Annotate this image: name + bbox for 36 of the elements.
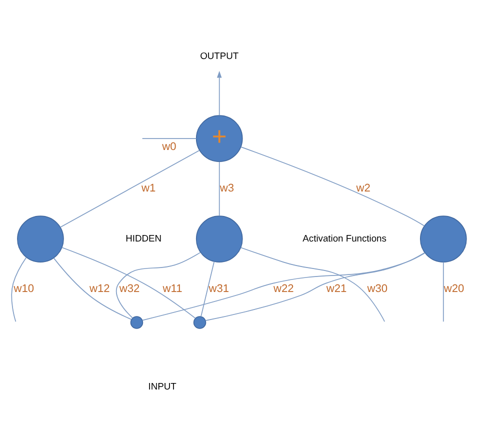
- label: HIDDEN: [126, 232, 162, 243]
- connector: [60, 149, 200, 228]
- edge-label: w30: [367, 282, 388, 295]
- node-circle: [130, 316, 144, 328]
- connector: [116, 252, 201, 318]
- connector: [240, 146, 425, 226]
- edge-label: w2: [356, 182, 370, 194]
- node-text: OUTPUT: [200, 50, 239, 61]
- edge-label: w32: [119, 282, 140, 295]
- connector: [442, 261, 444, 322]
- connector: [218, 160, 220, 216]
- connector: [62, 246, 196, 318]
- edge-label: w20: [444, 282, 464, 295]
- label: INPUT: [148, 381, 176, 392]
- edge-label: w3: [220, 182, 234, 194]
- edge-label: w11: [162, 282, 182, 295]
- node-circle: [193, 316, 206, 328]
- label: Activation Functions: [302, 232, 386, 243]
- edge-label: w10: [14, 282, 34, 295]
- node-circle: +: [196, 114, 243, 162]
- connector: [240, 246, 385, 322]
- edge-label: w0: [162, 140, 176, 152]
- edge-label: w31: [208, 282, 230, 295]
- arrow: [216, 70, 222, 116]
- edge-label: w22: [274, 282, 294, 295]
- edge-label: w21: [326, 282, 347, 295]
- node-circle: [17, 215, 64, 262]
- connector: [200, 260, 215, 316]
- node-circle: [420, 215, 467, 262]
- edge-label: w1: [142, 182, 156, 194]
- node-circle: [196, 215, 243, 262]
- connector: [11, 256, 27, 322]
- edge-label: w12: [90, 282, 110, 295]
- connector: [205, 252, 425, 320]
- connector: [142, 252, 426, 320]
- connector: [53, 257, 132, 320]
